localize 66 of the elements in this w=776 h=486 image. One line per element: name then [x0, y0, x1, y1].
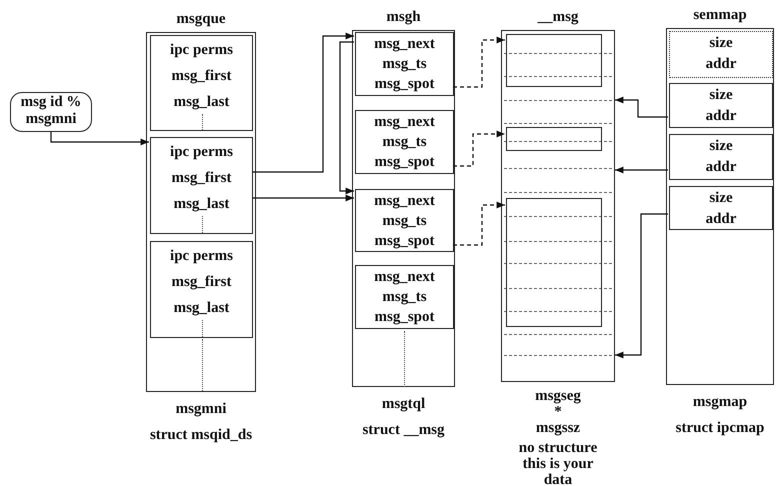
struct-entry-box	[150, 137, 253, 234]
field-name: msg_first	[170, 169, 232, 188]
field-name: msg_first	[170, 273, 232, 292]
field-name: ipc perms	[169, 41, 234, 60]
field-name: msg_ts	[381, 55, 428, 74]
pointer-arrow	[453, 202, 505, 246]
column-heading: msgque	[175, 10, 227, 29]
field-name: msg_next	[373, 35, 436, 54]
field-name: ipc perms	[169, 143, 234, 162]
struct-entry-box	[669, 31, 773, 78]
struct-entry-box	[355, 110, 454, 174]
column-heading: msgh	[385, 8, 422, 27]
struct-entry-box	[669, 186, 773, 230]
column-caption: struct __msg	[361, 421, 446, 440]
expression-text: msg id % msgmni	[20, 94, 82, 128]
column-heading: __msg	[536, 8, 580, 27]
column-caption: msgtql	[380, 395, 426, 414]
field-name: size	[708, 189, 734, 208]
pointer-arrow	[339, 41, 354, 194]
field-name: size	[708, 86, 734, 105]
field-name: addr	[704, 158, 738, 177]
field-name: msg_spot	[373, 232, 436, 251]
struct-entry-box	[669, 134, 773, 180]
struct-entry-box	[150, 35, 253, 131]
column-caption: struct ipcmap	[674, 419, 766, 438]
pointer-arrow	[615, 213, 668, 358]
struct-entry-box	[669, 83, 773, 128]
field-name: msg_spot	[373, 153, 436, 172]
data-segment-box	[506, 198, 602, 327]
struct-entry-box	[150, 241, 253, 338]
field-name: addr	[704, 55, 738, 74]
index-expression-box	[10, 92, 92, 132]
pointer-arrow	[453, 36, 505, 88]
pointer-arrow	[252, 194, 354, 202]
field-name: msg_last	[172, 299, 230, 318]
field-name: size	[708, 137, 734, 156]
field-name: addr	[704, 210, 738, 229]
struct-entry-box	[355, 32, 454, 96]
column-heading: semmap	[692, 6, 748, 25]
field-name: msg_last	[172, 195, 230, 214]
field-name: msg_next	[373, 192, 436, 211]
data-segment-box	[506, 34, 602, 87]
field-name: size	[708, 34, 734, 53]
field-name: msg_ts	[381, 133, 428, 152]
pointer-arrow	[615, 96, 668, 118]
column-caption: msgmap	[692, 393, 748, 412]
field-name: addr	[704, 107, 738, 126]
field-name: msg_ts	[381, 288, 428, 307]
column-caption: msgmni	[174, 400, 228, 419]
field-name: msg_first	[170, 67, 232, 86]
data-segment-box	[506, 127, 602, 151]
field-name: msg_spot	[373, 75, 436, 94]
pointer-arrow	[252, 32, 354, 173]
field-name: msg_spot	[373, 308, 436, 327]
field-name: msg_next	[373, 113, 436, 132]
struct-entry-box	[355, 189, 454, 252]
struct-entry-box	[355, 265, 454, 329]
pointer-arrow	[453, 130, 505, 167]
pointer-arrow	[615, 166, 668, 174]
pointer-arrow	[50, 132, 149, 146]
field-name: msg_ts	[381, 212, 428, 231]
column-caption: no structure this is your data	[518, 440, 598, 486]
column-caption: struct msqid_ds	[148, 426, 254, 445]
field-name: msg_next	[373, 268, 436, 287]
field-name: msg_last	[172, 93, 230, 112]
field-name: ipc perms	[169, 247, 234, 266]
